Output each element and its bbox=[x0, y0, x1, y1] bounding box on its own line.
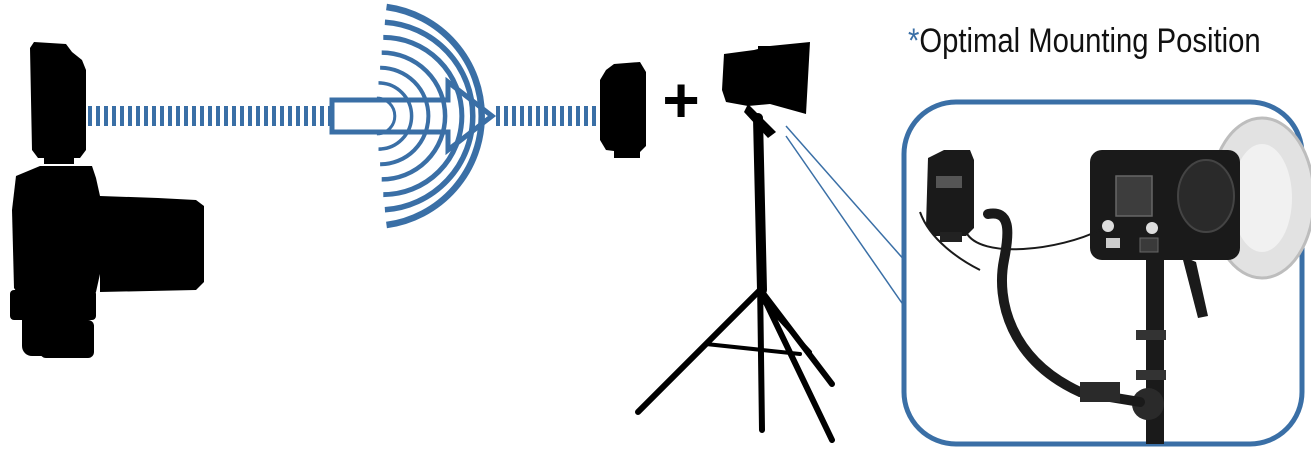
optimal-mounting-caption: *Optimal Mounting Position bbox=[908, 22, 1261, 61]
camera-silhouette-icon bbox=[10, 42, 204, 358]
receiver-icon bbox=[600, 62, 646, 158]
plus-sign: + bbox=[662, 64, 699, 136]
callout-lines bbox=[786, 126, 906, 306]
caption-text: Optimal Mounting Position bbox=[919, 22, 1260, 60]
signal-beam-icon bbox=[496, 106, 596, 126]
signal-beam-icon bbox=[88, 106, 332, 126]
photo-inset bbox=[904, 102, 1311, 444]
asterisk-mark: * bbox=[908, 22, 919, 60]
studio-light-icon bbox=[722, 42, 810, 138]
transmitter-on-camera-icon bbox=[30, 42, 86, 164]
light-stand-icon bbox=[638, 118, 832, 440]
